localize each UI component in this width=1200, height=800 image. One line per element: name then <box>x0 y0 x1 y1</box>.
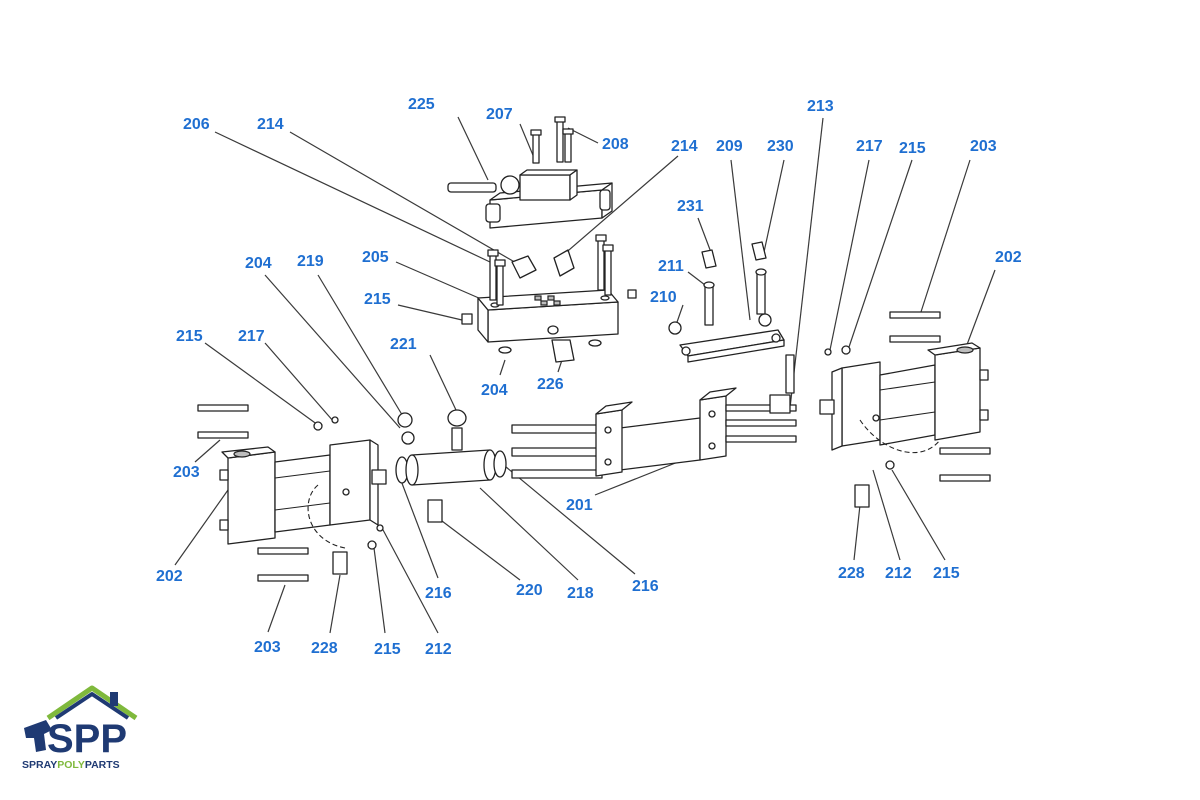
pump-202-right <box>819 311 991 508</box>
callout-221: 221 <box>390 336 417 353</box>
spp-logo: SPP SPRAYPOLYPARTS <box>22 685 138 771</box>
logo-brand: SPP <box>47 717 127 761</box>
callout-220: 220 <box>516 582 543 599</box>
logo-tagline-poly: POLY <box>57 759 85 771</box>
callout-210: 210 <box>650 289 677 306</box>
callout-205: 205 <box>362 249 389 266</box>
callout-215-manifold: 215 <box>364 291 391 308</box>
callout-213: 213 <box>807 98 834 115</box>
callout-203-left-top: 203 <box>173 464 200 481</box>
callout-228-left: 228 <box>311 640 338 657</box>
callout-207: 207 <box>486 106 513 123</box>
tube-218 <box>395 409 507 523</box>
callout-215-right-top: 215 <box>899 140 926 157</box>
callout-215-left-top: 215 <box>176 328 203 345</box>
bracket-209 <box>668 241 785 363</box>
callout-228-right: 228 <box>838 565 865 582</box>
callout-212-right: 212 <box>885 565 912 582</box>
cylinder-201 <box>511 354 797 479</box>
spray-gun-icon <box>24 720 52 752</box>
leader-lines <box>174 116 996 634</box>
callout-230: 230 <box>767 138 794 155</box>
callout-215-right-bottom: 215 <box>933 565 960 582</box>
callout-217-right: 217 <box>856 138 883 155</box>
callouts: 225 207 208 206 214 214 209 230 213 217 … <box>156 96 1022 658</box>
callout-216-right: 216 <box>632 578 659 595</box>
callout-203-right-top: 203 <box>970 138 997 155</box>
callout-204-top: 204 <box>245 255 272 272</box>
valve-assembly-225 <box>447 116 613 229</box>
callout-212-left: 212 <box>425 641 452 658</box>
callout-218: 218 <box>567 585 594 602</box>
callout-204-bottom: 204 <box>481 382 508 399</box>
callout-206: 206 <box>183 116 210 133</box>
callout-211: 211 <box>658 258 684 275</box>
callout-216-left: 216 <box>425 585 452 602</box>
callout-214-left: 214 <box>257 116 284 133</box>
callout-202-right: 202 <box>995 249 1022 266</box>
logo-tagline: SPRAYPOLYPARTS <box>22 759 120 771</box>
callout-202-left: 202 <box>156 568 183 585</box>
callout-215-left-bottom: 215 <box>374 641 401 658</box>
callout-208: 208 <box>602 136 629 153</box>
callout-203-left-bottom: 203 <box>254 639 281 656</box>
callout-217-left: 217 <box>238 328 265 345</box>
pump-202-left <box>197 404 387 582</box>
callout-231: 231 <box>677 198 704 215</box>
manifold-block-205 <box>461 234 637 363</box>
callout-225: 225 <box>408 96 435 113</box>
callout-214-right: 214 <box>671 138 698 155</box>
callout-201: 201 <box>566 497 593 514</box>
logo-tagline-spray: SPRAY <box>22 759 57 771</box>
callout-226: 226 <box>537 376 564 393</box>
callout-219: 219 <box>297 253 324 270</box>
logo-tagline-parts: PARTS <box>85 759 120 771</box>
callout-209: 209 <box>716 138 743 155</box>
